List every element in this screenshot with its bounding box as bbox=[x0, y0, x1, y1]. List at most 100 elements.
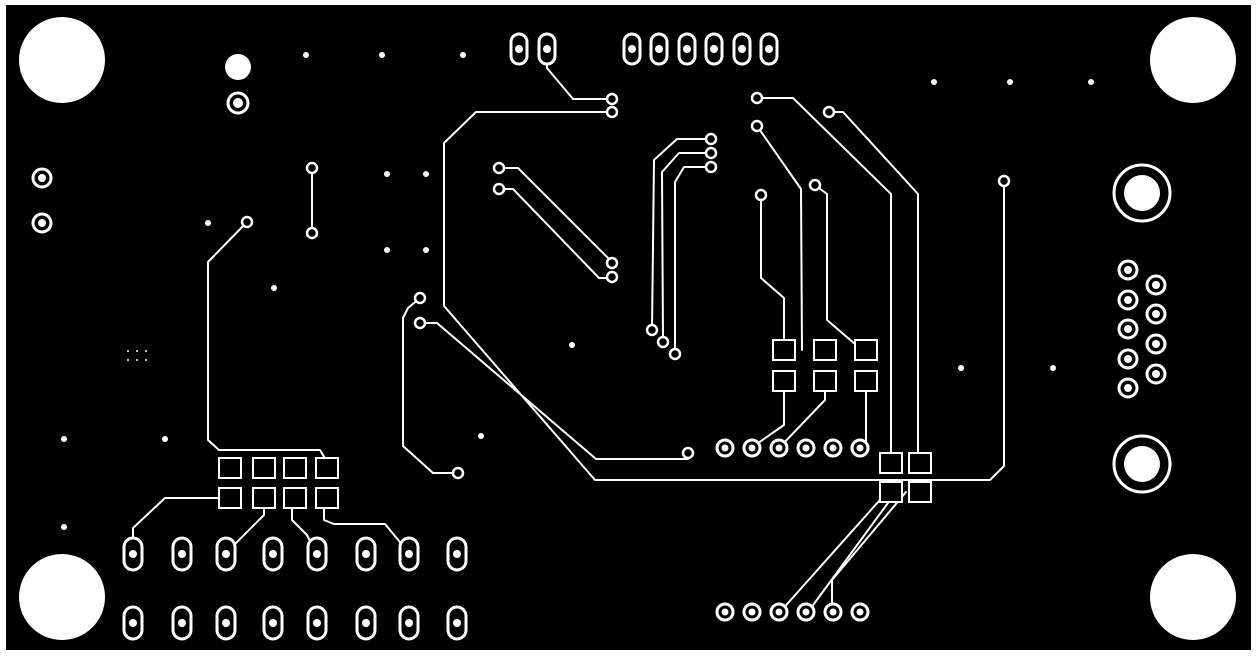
pcb-feature bbox=[683, 45, 691, 53]
trace bbox=[756, 97, 892, 464]
pcb-feature bbox=[384, 171, 390, 177]
pcb-feature bbox=[460, 52, 466, 58]
pcb-feature bbox=[178, 619, 186, 627]
pcb-feature bbox=[856, 444, 864, 452]
pcb-feature bbox=[405, 619, 413, 627]
trace bbox=[756, 125, 803, 351]
pcb-feature bbox=[205, 220, 211, 226]
pcb-feature bbox=[710, 45, 718, 53]
pcb-feature bbox=[1124, 296, 1132, 304]
smd-pad bbox=[879, 452, 903, 474]
pcb-feature bbox=[145, 350, 147, 352]
pcb-feature bbox=[605, 270, 619, 284]
pcb-feature bbox=[997, 174, 1011, 188]
pcb-feature bbox=[802, 444, 810, 452]
pcb-feature bbox=[656, 335, 670, 349]
board-background bbox=[6, 5, 1251, 650]
pcb-feature bbox=[127, 359, 129, 361]
copper-traces bbox=[132, 48, 1005, 613]
pcb-feature bbox=[233, 98, 243, 108]
pcb-feature bbox=[362, 619, 370, 627]
smd-pad bbox=[283, 457, 307, 479]
pcb-feature bbox=[269, 619, 277, 627]
smd-pad bbox=[252, 457, 276, 479]
pcb-feature bbox=[453, 550, 461, 558]
pcb-feature bbox=[423, 171, 429, 177]
pcb-feature bbox=[655, 45, 663, 53]
pcb-feature bbox=[405, 550, 413, 558]
pcb-feature bbox=[754, 188, 768, 202]
vias bbox=[240, 91, 1011, 480]
pcb-feature bbox=[129, 550, 137, 558]
pcb-feature bbox=[478, 433, 484, 439]
pcb-feature bbox=[379, 52, 385, 58]
pcb-feature bbox=[645, 323, 659, 337]
smd-pad bbox=[218, 487, 242, 509]
pcb-feature bbox=[271, 285, 277, 291]
pcb-feature bbox=[569, 342, 575, 348]
mounting-hole-bottom-right bbox=[1150, 554, 1236, 640]
trace bbox=[807, 491, 897, 613]
pcb-feature bbox=[162, 436, 168, 442]
pcb-feature bbox=[721, 608, 729, 616]
pcb-feature bbox=[704, 160, 718, 174]
pcb-feature bbox=[704, 146, 718, 160]
trace bbox=[674, 166, 712, 355]
pcb-feature bbox=[1124, 446, 1160, 482]
pcb-feature bbox=[605, 256, 619, 270]
pcb-feature bbox=[750, 119, 764, 133]
pcb-feature bbox=[856, 608, 864, 616]
smd-pad bbox=[854, 370, 878, 392]
trace bbox=[419, 322, 689, 460]
round-pad-holes bbox=[38, 54, 1160, 616]
pcb-feature bbox=[704, 132, 718, 146]
pcb-feature bbox=[269, 550, 277, 558]
pcb-feature bbox=[605, 92, 619, 106]
pcb-feature bbox=[145, 359, 147, 361]
mounting-holes bbox=[19, 17, 1236, 640]
pcb-feature bbox=[384, 247, 390, 253]
pcb-feature bbox=[1050, 365, 1056, 371]
pcb-feature bbox=[313, 550, 321, 558]
pcb-feature bbox=[775, 444, 783, 452]
pcb-feature bbox=[775, 608, 783, 616]
pcb-feature bbox=[225, 54, 251, 80]
pcb-feature bbox=[628, 45, 636, 53]
trace bbox=[814, 184, 863, 351]
pcb-feature bbox=[492, 182, 506, 196]
pcb-feature bbox=[413, 291, 427, 305]
pcb-feature bbox=[605, 105, 619, 119]
pcb-feature bbox=[38, 174, 46, 182]
pcb-feature bbox=[829, 444, 837, 452]
mounting-hole-top-left bbox=[19, 17, 105, 103]
pcb-feature bbox=[802, 608, 810, 616]
pcb-feature bbox=[738, 45, 746, 53]
mounting-hole-bottom-left bbox=[19, 554, 105, 640]
pcb-feature bbox=[721, 444, 729, 452]
smd-pad bbox=[813, 370, 837, 392]
pcb-feature bbox=[1124, 355, 1132, 363]
pcb-feature bbox=[829, 608, 837, 616]
pcb-feature bbox=[136, 350, 138, 352]
pcb-feature bbox=[958, 365, 964, 371]
pcb-feature bbox=[362, 550, 370, 558]
trace bbox=[760, 194, 785, 351]
pcb-feature bbox=[668, 347, 682, 361]
pcb-feature bbox=[305, 161, 319, 175]
pcb-feature bbox=[240, 215, 254, 229]
smd-pad bbox=[908, 452, 932, 474]
smd-pad bbox=[315, 487, 339, 509]
pcb-feature bbox=[451, 466, 465, 480]
trace bbox=[498, 188, 613, 279]
pcb-feature bbox=[129, 619, 137, 627]
pcb-feature bbox=[748, 444, 756, 452]
mounting-hole-top-right bbox=[1150, 17, 1236, 103]
connector-holes bbox=[1112, 163, 1172, 494]
oval-pad-holes bbox=[129, 45, 773, 627]
smd-pad bbox=[813, 339, 837, 361]
smd-pad bbox=[772, 370, 796, 392]
trace bbox=[207, 221, 327, 461]
smd-pad bbox=[283, 487, 307, 509]
pcb-feature bbox=[931, 79, 937, 85]
